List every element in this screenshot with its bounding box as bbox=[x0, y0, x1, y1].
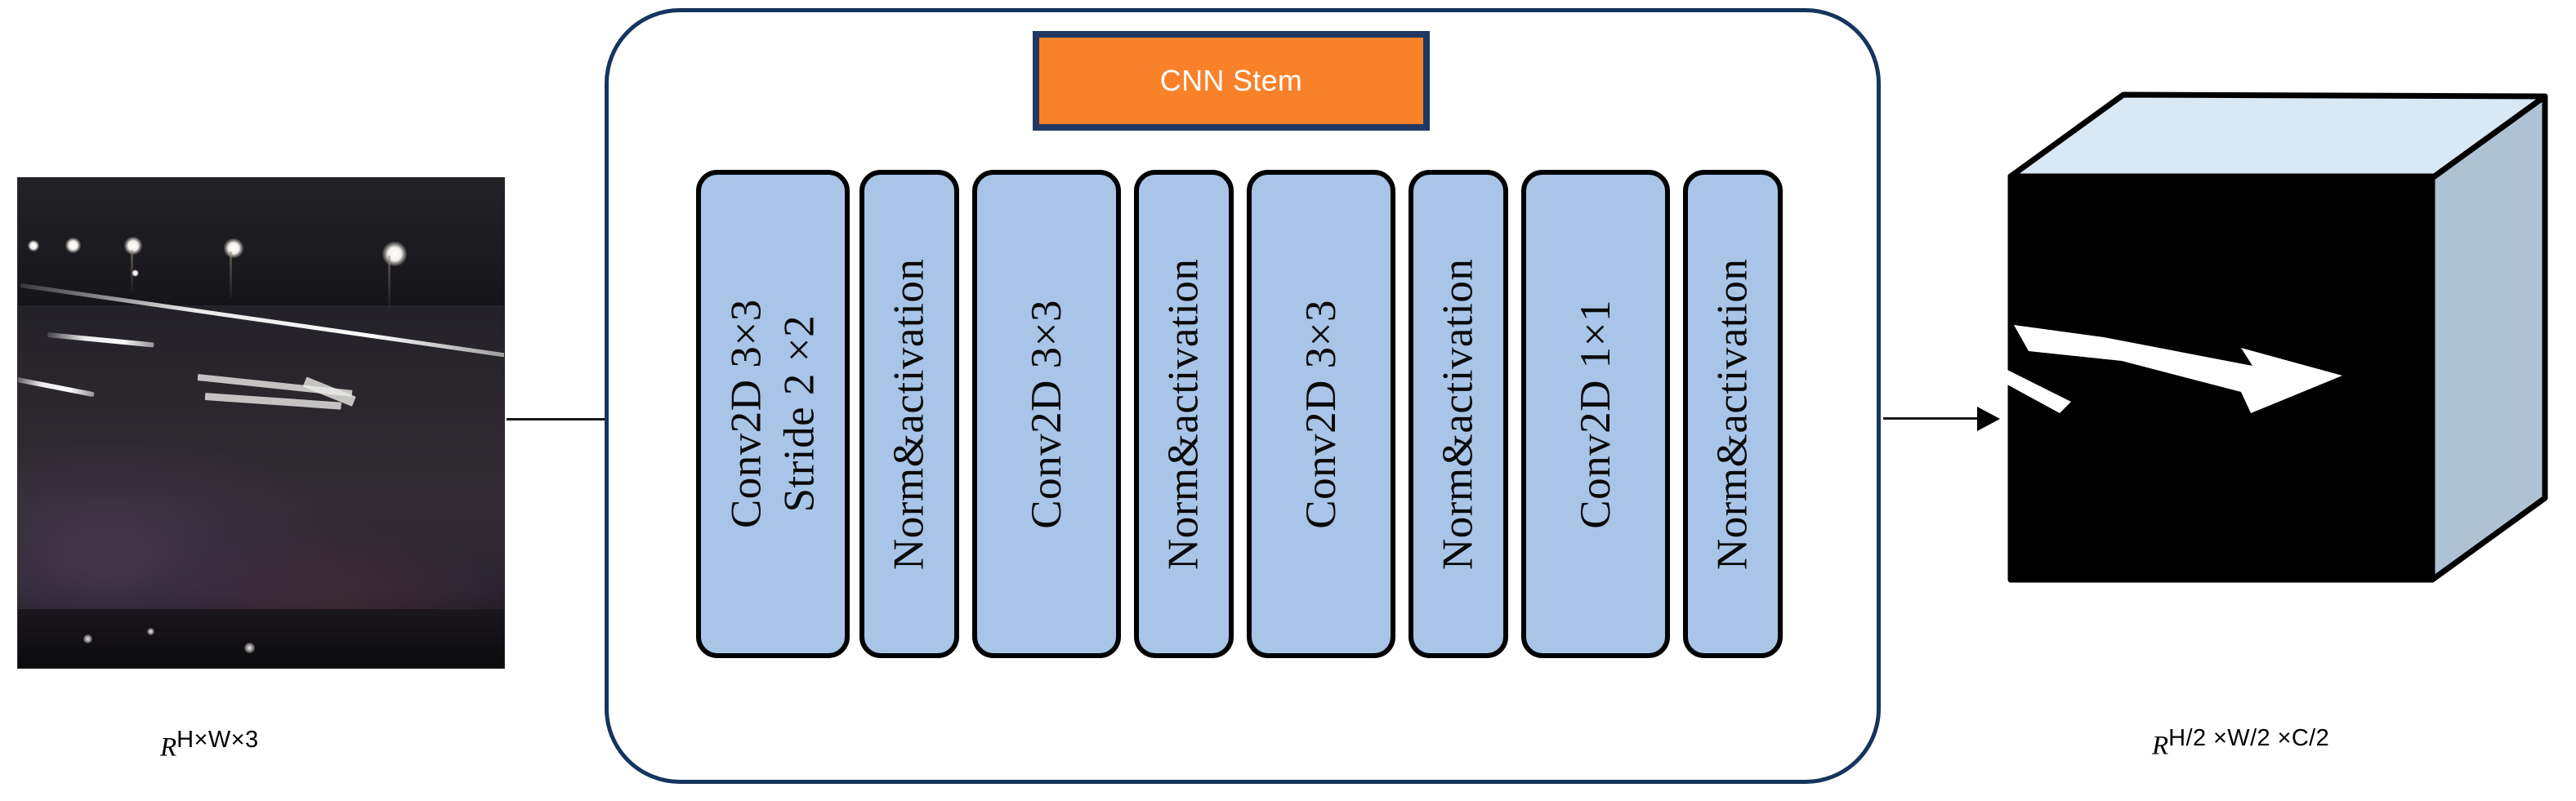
output-caption: RH/2 ×W/2 ×C/2 bbox=[2152, 725, 2329, 762]
streetlight-4 bbox=[224, 238, 244, 259]
layer-block-conv2d-3x3-a[interactable]: Conv2D 3×3 bbox=[972, 170, 1121, 658]
layer-label-8-line1: Norm&activation bbox=[1708, 258, 1757, 570]
layer-label-2: Norm&activation bbox=[883, 258, 936, 569]
connector-arrowhead-icon bbox=[1977, 407, 2000, 431]
layer-block-conv2d-1x1[interactable]: Conv2D 1×1 bbox=[1521, 170, 1670, 658]
layer-block-conv2d-3x3-b[interactable]: Conv2D 3×3 bbox=[1247, 170, 1395, 658]
layer-label-6-line1: Norm&activation bbox=[1434, 258, 1482, 570]
layer-label-7-line1: Conv2D 1×1 bbox=[1571, 299, 1619, 529]
light-pole-4 bbox=[230, 251, 233, 298]
layer-label-3: Conv2D 3×3 bbox=[1020, 300, 1074, 529]
dash-reflection-3 bbox=[243, 643, 255, 653]
streetlight-2 bbox=[65, 238, 82, 254]
layer-label-7: Conv2D 1×1 bbox=[1569, 300, 1623, 529]
streetlight-3 bbox=[123, 237, 142, 255]
output-caption-base: R bbox=[2152, 731, 2169, 761]
output-feature-cube bbox=[2006, 88, 2550, 670]
layer-label-3-line1: Conv2D 3×3 bbox=[1022, 299, 1070, 529]
light-pole-3 bbox=[131, 249, 134, 291]
layer-block-norm-activation-3[interactable]: Norm&activation bbox=[1409, 170, 1508, 658]
layer-label-4-line1: Norm&activation bbox=[1159, 258, 1208, 570]
layer-block-conv2d-3x3-stride2[interactable]: Conv2D 3×3 Stride 2 ×2 bbox=[696, 170, 850, 658]
layer-label-1: Conv2D 3×3 Stride 2 ×2 bbox=[720, 300, 825, 529]
layer-label-2-line1: Norm&activation bbox=[885, 258, 933, 570]
input-image-photo bbox=[18, 178, 504, 668]
photo-road-region bbox=[18, 305, 504, 668]
photo-dashboard-region bbox=[18, 609, 504, 668]
layer-label-1-line2: Stride 2 ×2 bbox=[775, 315, 824, 513]
layer-block-norm-activation-2[interactable]: Norm&activation bbox=[1134, 170, 1234, 658]
layer-block-norm-activation-4[interactable]: Norm&activation bbox=[1683, 170, 1783, 658]
connector-input-to-stem bbox=[507, 418, 611, 421]
segmentation-mask-arrow bbox=[2006, 325, 2342, 413]
layer-label-8: Norm&activation bbox=[1707, 258, 1760, 569]
streetlight-1 bbox=[27, 239, 39, 251]
streetlight-5 bbox=[382, 242, 408, 266]
cnn-stem-title-label: CNN Stem bbox=[1159, 64, 1303, 97]
cnn-stem-title-box: CNN Stem bbox=[1033, 31, 1430, 131]
cube-right-face bbox=[2429, 93, 2548, 583]
layer-label-4: Norm&activation bbox=[1158, 258, 1211, 569]
input-caption: RH×W×3 bbox=[160, 727, 259, 763]
layer-block-norm-activation-1[interactable]: Norm&activation bbox=[859, 170, 959, 658]
dash-reflection-2 bbox=[146, 628, 154, 636]
dash-reflection-1 bbox=[83, 634, 93, 643]
layer-label-5-line1: Conv2D 3×3 bbox=[1297, 299, 1345, 529]
streetlight-6-small bbox=[132, 269, 140, 277]
layer-label-1-line1: Conv2D 3×3 bbox=[722, 299, 770, 529]
layer-label-5: Conv2D 3×3 bbox=[1295, 300, 1348, 529]
photo-sky-region bbox=[18, 178, 504, 315]
connector-stem-to-output bbox=[1883, 417, 1980, 420]
light-pole-5 bbox=[388, 255, 391, 307]
input-caption-superscript: H×W×3 bbox=[176, 727, 259, 753]
layer-label-6: Norm&activation bbox=[1432, 258, 1485, 569]
output-caption-superscript: H/2 ×W/2 ×C/2 bbox=[2168, 725, 2330, 751]
input-caption-base: R bbox=[160, 732, 177, 763]
